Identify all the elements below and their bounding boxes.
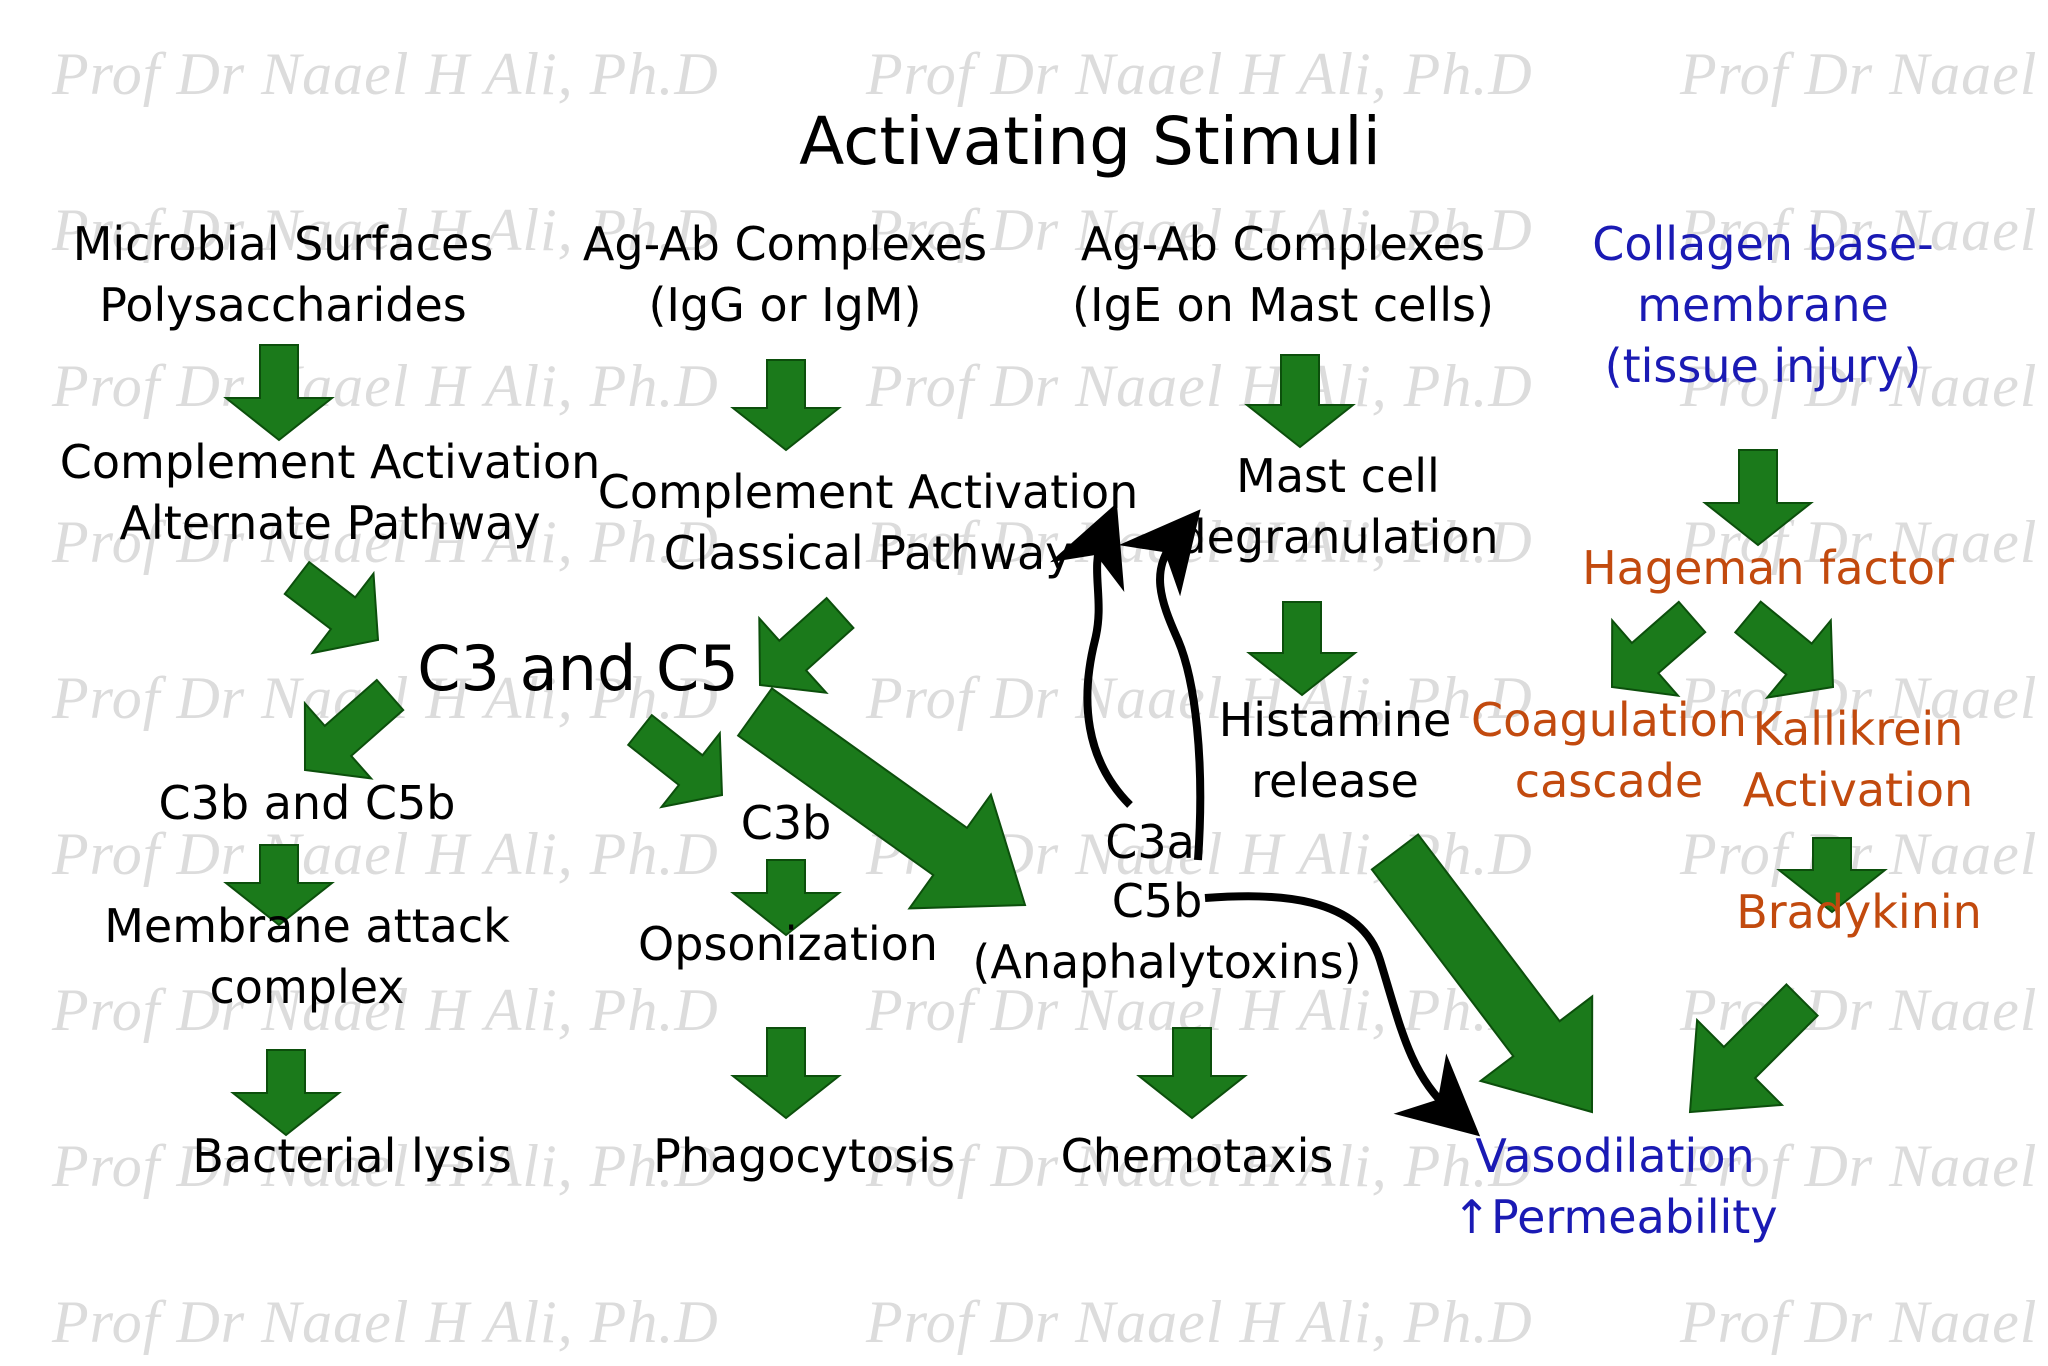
stimulus-igg-line-2: (IgG or IgM) <box>648 278 922 332</box>
arrow-bradykinin-to-vasodilation <box>1688 982 1820 1114</box>
watermark-text: Prof Dr Naael H Ali, Ph.D <box>1680 197 2048 263</box>
node-anaphylatoxins: (Anaphalytoxins) <box>972 935 1362 989</box>
kallikrein-line-2: Activation <box>1742 763 1974 817</box>
stimulus-microbial-surfaces: Microbial Surfaces Polysaccharides <box>73 214 494 336</box>
watermark-text: Prof Dr Naael H Ali, Ph.D <box>866 41 1533 107</box>
outcome-phagocytosis: Phagocytosis <box>653 1129 955 1183</box>
arrow-hageman-to-kallikrein <box>1733 600 1835 700</box>
classical-line-2: Classical Pathway <box>663 526 1073 580</box>
histamine-line-2: release <box>1251 754 1419 808</box>
node-c3a: C3a <box>1105 815 1195 869</box>
watermark-text: Prof Dr Naael H Ali, Ph.D <box>1680 665 2048 731</box>
curved-arrow-c5b-to-vasodilation <box>1204 892 1481 1137</box>
watermark-text: Prof Dr Naael H Ali, Ph.D <box>866 353 1533 419</box>
watermark-text: Prof Dr Naael H Ali, Ph.D <box>52 977 719 1043</box>
outcome-bacterial-lysis: Bacterial lysis <box>192 1129 512 1183</box>
coagulation-line-1: Coagulation <box>1471 693 1747 747</box>
stimulus-collagen-line-3: (tissue injury) <box>1604 339 1922 393</box>
kallikrein-line-1: Kallikrein <box>1752 702 1964 756</box>
watermark-text: Prof Dr Naael H Ali, Ph.D <box>52 41 719 107</box>
stimulus-microbial-line-1: Microbial Surfaces <box>72 217 494 271</box>
stimulus-collagen-line-1: Collagen base- <box>1592 217 1934 271</box>
arrow-mast-to-histamine <box>1246 601 1358 697</box>
arrow-hageman-to-coagulation <box>1610 600 1707 698</box>
watermark-text: Prof Dr Naael H Ali, Ph.D <box>866 197 1533 263</box>
watermark-text: Prof Dr Naael H Ali, Ph.D <box>52 353 719 419</box>
stimulus-collagen: Collagen base- membrane (tissue injury) <box>1592 214 1934 397</box>
membrane-line-2: complex <box>209 960 405 1014</box>
watermark-text: Prof Dr Naael H Ali, Ph.D <box>1680 1133 2048 1199</box>
node-c5b: C5b <box>1111 874 1203 928</box>
watermark-text: Prof Dr Naael H Ali, Ph.D <box>52 821 719 887</box>
arrow-opsonization-to-phagocytosis <box>730 1027 842 1120</box>
arrow-histamine-to-vasodilation <box>1370 833 1594 1114</box>
histamine-line-1: Histamine <box>1218 693 1452 747</box>
watermark-text: Prof Dr Naael H Ali, Ph.D <box>1680 1289 2048 1355</box>
arrow-c3c5-to-anaphylatoxins <box>736 687 1027 910</box>
stimulus-microbial-line-2: Polysaccharides <box>99 278 467 332</box>
node-hageman-factor: Hageman factor <box>1582 541 1954 595</box>
node-c3-and-c5: C3 and C5 <box>417 632 739 705</box>
arrow-anaphylatoxins-to-chemotaxis <box>1136 1027 1248 1120</box>
node-coagulation-cascade: Coagulation cascade <box>1471 690 1747 812</box>
arrow-c3c5-to-c3b <box>626 713 724 809</box>
arrow-c3c5-to-c3b-c5b <box>303 678 405 780</box>
arrow-ige-to-mast <box>1244 354 1356 449</box>
node-alternate-pathway: Complement Activation Alternate Pathway <box>60 432 601 554</box>
node-histamine-release: Histamine release <box>1219 690 1452 812</box>
arrow-classical-to-c3c5 <box>758 596 855 694</box>
watermark-text: Prof Dr Naael H Ali, Ph.D <box>1680 41 2048 107</box>
stimulus-collagen-line-2: membrane <box>1637 278 1889 332</box>
arrow-c3b-to-opsonization <box>730 859 842 937</box>
alternate-line-1: Complement Activation <box>59 435 601 489</box>
node-c3b-and-c5b: C3b and C5b <box>158 776 456 830</box>
watermark-text: Prof Dr Naael H Ali, Ph.D <box>52 1289 719 1355</box>
alternate-line-2: Alternate Pathway <box>119 496 541 550</box>
mast-line-1: Mast cell <box>1236 449 1440 503</box>
diagram-title: Activating Stimuli <box>799 103 1381 180</box>
arrow-c3b-c5b-to-membrane <box>223 844 335 927</box>
node-c3b: C3b <box>740 796 832 850</box>
stimulus-ige-line-1: Ag-Ab Complexes <box>1080 217 1486 271</box>
arrow-microbial-to-alternate <box>223 344 335 442</box>
stimulus-ag-ab-ige: Ag-Ab Complexes (IgE on Mast cells) <box>1072 214 1494 336</box>
watermark-text: Prof Dr Naael H Ali, Ph.D <box>52 509 719 575</box>
watermark-text: Prof Dr Naael H Ali, Ph.D <box>52 1133 719 1199</box>
node-mast-cell-degranulation: Mast cell degranulation <box>1177 446 1498 568</box>
watermark-text: Prof Dr Naael H Ali, Ph.D <box>1680 353 2048 419</box>
watermark-text: Prof Dr Naael H Ali, Ph.D <box>866 1289 1533 1355</box>
arrow-kallikrein-to-bradykinin <box>1776 837 1888 914</box>
watermark-text: Prof Dr Naael H Ali, Ph.D <box>52 197 719 263</box>
outcome-chemotaxis: Chemotaxis <box>1060 1129 1334 1183</box>
watermark-text: Prof Dr Naael H Ali, Ph.D <box>866 1133 1533 1199</box>
arrow-collagen-to-hageman <box>1702 449 1814 547</box>
node-bradykinin: Bradykinin <box>1736 885 1982 939</box>
outcome-vasodilation: Vasodilation <box>1475 1129 1755 1183</box>
node-classical-pathway: Complement Activation Classical Pathway <box>598 462 1139 584</box>
membrane-line-1: Membrane attack <box>104 899 510 953</box>
arrow-alternate-to-c3c5 <box>283 560 380 655</box>
outcome-permeability: ↑Permeability <box>1452 1190 1778 1244</box>
arrow-membrane-to-lysis <box>230 1049 342 1137</box>
stimulus-ige-line-2: (IgE on Mast cells) <box>1072 278 1494 332</box>
classical-line-1: Complement Activation <box>597 465 1139 519</box>
outcome-vasodilation-permeability: Vasodilation ↑Permeability <box>1452 1126 1777 1248</box>
node-kallikrein-activation: Kallikrein Activation <box>1743 699 1973 821</box>
mast-line-2: degranulation <box>1177 510 1499 564</box>
curved-arrow-c5b-to-mast <box>1118 509 1205 861</box>
stimulus-ag-ab-igg: Ag-Ab Complexes (IgG or IgM) <box>583 214 987 336</box>
stimulus-igg-line-1: Ag-Ab Complexes <box>582 217 988 271</box>
coagulation-line-2: cascade <box>1514 754 1704 808</box>
node-opsonization: Opsonization <box>638 917 938 971</box>
node-membrane-attack-complex: Membrane attack complex <box>104 896 510 1018</box>
curved-arrow-c3a-to-classical <box>1050 502 1133 808</box>
arrow-igg-to-classical <box>730 359 842 452</box>
